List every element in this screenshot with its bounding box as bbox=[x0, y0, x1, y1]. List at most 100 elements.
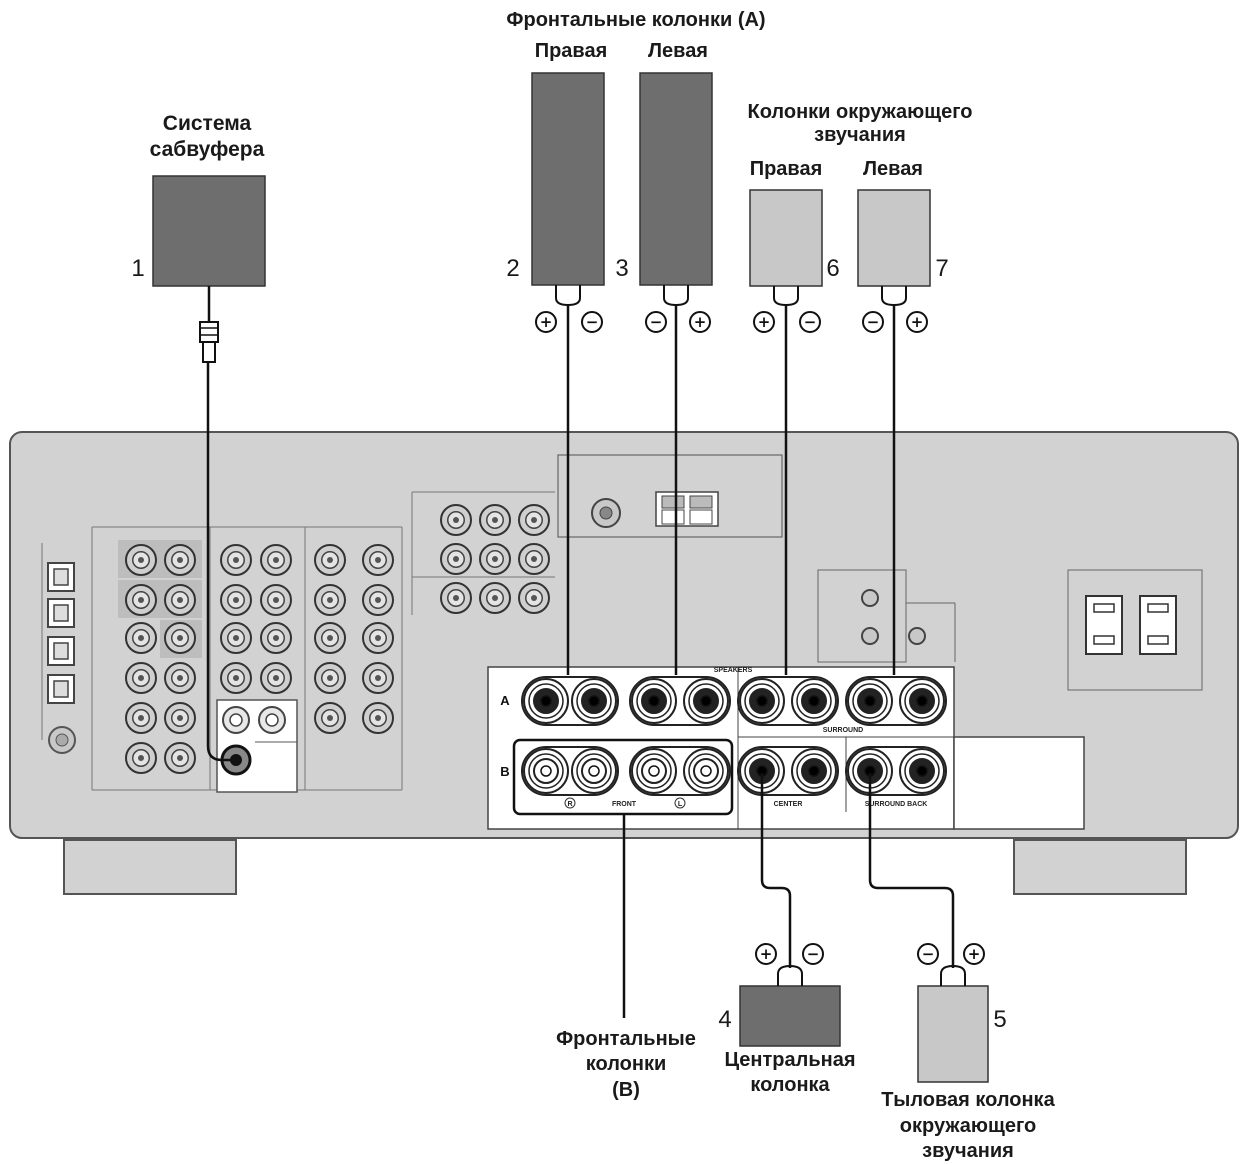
speaker-terminal bbox=[683, 748, 729, 794]
rca-jack bbox=[164, 742, 196, 774]
front-a-label: Фронтальные колонки (A) bbox=[506, 9, 765, 31]
svg-text:−: − bbox=[586, 313, 599, 331]
svg-text:R: R bbox=[567, 801, 572, 808]
rca-jack bbox=[260, 622, 292, 654]
rca-jack bbox=[440, 582, 472, 614]
center-label-line2: колонка bbox=[750, 1074, 830, 1096]
rca-jack bbox=[362, 544, 394, 576]
minus-marker: − bbox=[917, 943, 939, 965]
plus-marker: + bbox=[963, 943, 985, 965]
ac-outlets bbox=[1067, 569, 1203, 691]
rca-jack bbox=[164, 544, 196, 576]
rca-jack bbox=[479, 582, 511, 614]
front-right-speaker bbox=[531, 72, 605, 286]
svg-text:−: − bbox=[807, 945, 820, 963]
front-r-mark: R bbox=[564, 797, 576, 809]
minus-marker: − bbox=[581, 311, 603, 333]
speaker-terminal bbox=[523, 748, 569, 794]
speaker-terminal bbox=[847, 678, 893, 724]
svg-text:−: − bbox=[922, 945, 935, 963]
rca-jack bbox=[125, 544, 157, 576]
svg-text:−: − bbox=[867, 313, 880, 331]
speaker-terminal bbox=[683, 678, 729, 724]
surround-back-wire bbox=[868, 773, 955, 968]
speaker-terminal bbox=[631, 678, 677, 724]
rca-jack bbox=[518, 543, 550, 575]
rca-jack bbox=[362, 622, 394, 654]
optical-jacks bbox=[41, 543, 76, 754]
speaker-terminal bbox=[571, 748, 617, 794]
front-left-speaker bbox=[639, 72, 713, 286]
number-3: 3 bbox=[615, 255, 628, 282]
rca-jack bbox=[314, 622, 346, 654]
rca-jack bbox=[260, 662, 292, 694]
svg-text:−: − bbox=[650, 313, 663, 331]
optical-jack bbox=[47, 562, 75, 592]
subwoofer-plug bbox=[199, 321, 219, 363]
rca-jack bbox=[125, 622, 157, 654]
speaker-terminal-panel: SPEAKERS A B SURROUND FRONT CENTER SURRO… bbox=[487, 666, 1085, 830]
optical-jack bbox=[47, 674, 75, 704]
speaker-terminal bbox=[631, 748, 677, 794]
svg-text:+: + bbox=[540, 313, 553, 331]
minus-marker: − bbox=[799, 311, 821, 333]
rca-jack bbox=[164, 702, 196, 734]
surround-right-label: Правая bbox=[750, 158, 823, 180]
rca-jack bbox=[479, 543, 511, 575]
front-left-label: Левая bbox=[648, 40, 708, 62]
row-a-label: A bbox=[500, 693, 510, 708]
surround-back-label-line2: окружающего bbox=[900, 1115, 1036, 1137]
center-panel-label: CENTER bbox=[774, 801, 803, 808]
rca-jack bbox=[440, 504, 472, 536]
rca-jack bbox=[260, 544, 292, 576]
labels: Система сабвуфера Фронтальные колонки (A… bbox=[131, 9, 1055, 1162]
rca-jack bbox=[518, 504, 550, 536]
front-b-label-line1: Фронтальные bbox=[556, 1028, 696, 1050]
front-b-label-line3: (B) bbox=[612, 1079, 640, 1101]
surround-panel-label: SURROUND bbox=[823, 727, 863, 734]
speaker-terminal bbox=[791, 678, 837, 724]
speakers-label: SPEAKERS bbox=[714, 667, 753, 674]
speaker-terminal bbox=[739, 678, 785, 724]
rca-jack bbox=[518, 582, 550, 614]
subwoofer-out-box bbox=[216, 699, 298, 793]
center-speaker bbox=[739, 985, 841, 1047]
foot-left bbox=[63, 839, 237, 895]
surround-back-label-line1: Тыловая колонка bbox=[881, 1089, 1055, 1111]
rca-jack bbox=[164, 662, 196, 694]
rca-jack-grid bbox=[91, 526, 403, 791]
rca-jack bbox=[220, 662, 252, 694]
rca-jack bbox=[314, 584, 346, 616]
svg-text:+: + bbox=[911, 313, 924, 331]
svg-text:+: + bbox=[760, 945, 773, 963]
surround-back-panel-label: SURROUND BACK bbox=[865, 801, 928, 808]
control-jacks bbox=[817, 569, 956, 663]
rca-jack bbox=[362, 702, 394, 734]
svg-text:+: + bbox=[694, 313, 707, 331]
row-b-label: B bbox=[500, 764, 509, 779]
rca-jack bbox=[125, 662, 157, 694]
number-2: 2 bbox=[506, 255, 519, 282]
surround-label-line2: звучания bbox=[814, 124, 906, 146]
svg-text:−: − bbox=[804, 313, 817, 331]
rca-jack bbox=[314, 544, 346, 576]
front-l-mark: L bbox=[674, 797, 686, 809]
polarity-markers: +−−++−−++−−+ bbox=[535, 311, 985, 965]
surround-right-speaker bbox=[749, 189, 823, 287]
number-6: 6 bbox=[826, 255, 839, 282]
front-right-label: Правая bbox=[535, 40, 608, 62]
number-1: 1 bbox=[131, 255, 144, 282]
subwoofer-label-line1: Система bbox=[163, 112, 252, 135]
rca-jack bbox=[314, 662, 346, 694]
rca-jack bbox=[260, 584, 292, 616]
rca-jack bbox=[125, 702, 157, 734]
rca-jack bbox=[440, 543, 472, 575]
minus-marker: − bbox=[802, 943, 824, 965]
video-jack-block bbox=[411, 491, 555, 615]
front-panel-label: FRONT bbox=[612, 801, 637, 808]
plus-marker: + bbox=[535, 311, 557, 333]
optical-jack bbox=[47, 636, 75, 666]
subwoofer-label-line2: сабвуфера bbox=[150, 138, 265, 161]
rca-jack bbox=[362, 584, 394, 616]
